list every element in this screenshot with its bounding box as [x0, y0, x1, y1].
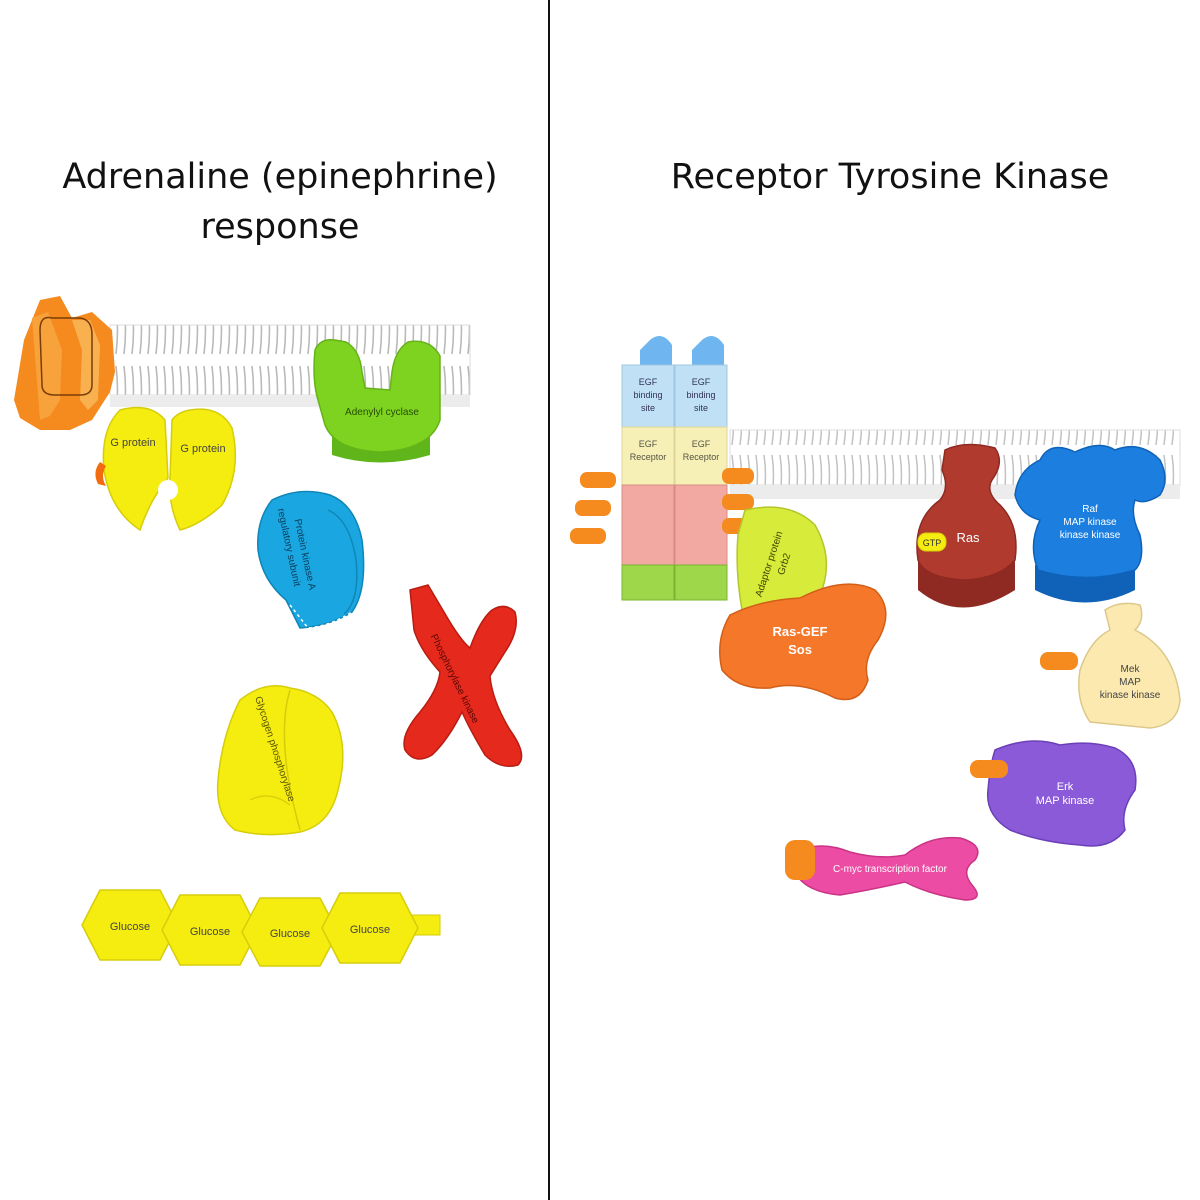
- glucose-chain: Glucose Glucose Glucose Glucose: [81, 889, 441, 967]
- egf-binding-l1: EGF: [639, 377, 658, 387]
- protein-kinase-a: Protein kinase A regulatory subunit: [257, 490, 365, 629]
- g-protein-label-b: G protein: [180, 443, 225, 455]
- right-panel-title: Receptor Tyrosine Kinase: [670, 157, 1110, 197]
- left-panel-title: Adrenaline (epinephrine) response: [30, 152, 530, 252]
- glycogen-phosphorylase: Glycogen phosphorylase: [216, 685, 344, 836]
- egf-receptor-left: EGF binding site EGF Receptor: [621, 336, 675, 601]
- panel-divider: [548, 0, 550, 1200]
- ras-gef-label-1: Ras-GEF: [773, 624, 828, 639]
- egf-receptor-l1: EGF: [639, 439, 658, 449]
- glucose-label-1: Glucose: [110, 921, 150, 933]
- c-myc-transcription-factor: C-myc transcription factor: [785, 836, 979, 901]
- mek-map-kinase-kinase: Mek MAP kinase kinase: [1040, 602, 1181, 729]
- phosphorylase-kinase: Phosphorylase kinase: [403, 584, 523, 767]
- egf-binding-l2: binding: [633, 390, 662, 400]
- raf-label-2: MAP kinase: [1063, 517, 1117, 528]
- adenylyl-cyclase-label: Adenylyl cyclase: [345, 407, 419, 418]
- glucose-label-2: Glucose: [190, 926, 230, 938]
- egf-receptor-r1: EGF: [692, 439, 711, 449]
- glucose-label-3: Glucose: [270, 928, 310, 940]
- adrenergic-receptor: [14, 296, 115, 430]
- erk-label-1: Erk: [1057, 781, 1074, 793]
- adaptor-protein-grb2: Adaptor protein Grb2: [736, 506, 828, 613]
- g-protein-label-a: G protein: [110, 437, 155, 449]
- left-title-line1: Adrenaline (epinephrine): [62, 157, 498, 197]
- ras: Ras GTP: [916, 443, 1017, 608]
- adenylyl-cyclase: Adenylyl cyclase: [313, 338, 441, 463]
- ras-gef-sos: Ras-GEF Sos: [719, 583, 887, 701]
- erk-label-2: MAP kinase: [1036, 795, 1095, 807]
- ras-label: Ras: [956, 530, 980, 545]
- glucose-label-4: Glucose: [350, 924, 390, 936]
- left-title-line2: response: [200, 207, 360, 247]
- raf-label-3: kinase kinase: [1060, 530, 1121, 541]
- ras-gef-label-2: Sos: [788, 642, 812, 657]
- mek-label-1: Mek: [1121, 664, 1141, 675]
- cmyc-label: C-myc transcription factor: [833, 864, 948, 875]
- raf-map-kinase-kinase-kinase: Raf MAP kinase kinase kinase: [1014, 444, 1166, 603]
- mek-label-2: MAP: [1119, 677, 1141, 688]
- egf-receptor-r2: Receptor: [683, 452, 720, 462]
- egf-binding-l3: site: [641, 403, 655, 413]
- egf-binding-r3: site: [694, 403, 708, 413]
- erk-map-kinase: Erk MAP kinase: [970, 740, 1137, 847]
- egf-binding-r2: binding: [686, 390, 715, 400]
- g-protein-complex: G protein G protein: [95, 406, 237, 532]
- receptor-phosphates: [570, 468, 754, 544]
- egf-receptor-l2: Receptor: [630, 452, 667, 462]
- egf-receptor-right: EGF binding site EGF Receptor: [674, 336, 728, 601]
- gtp-label: GTP: [923, 538, 942, 548]
- raf-label-1: Raf: [1082, 504, 1098, 515]
- mek-label-3: kinase kinase: [1100, 690, 1161, 701]
- egf-binding-r1: EGF: [692, 377, 711, 387]
